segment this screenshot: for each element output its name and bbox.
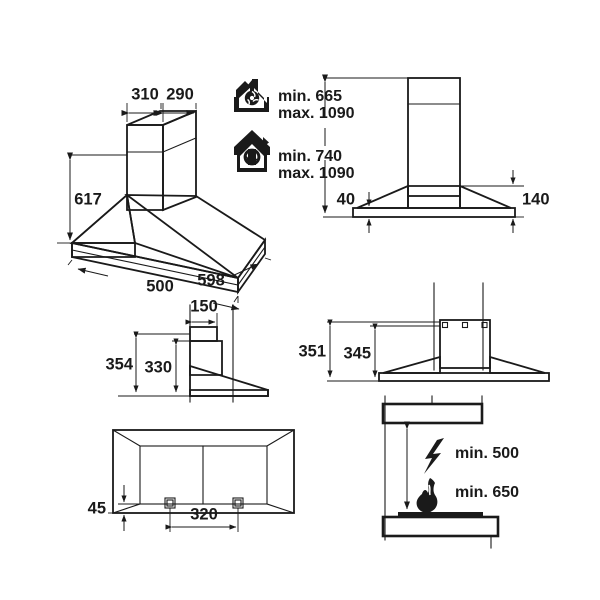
dim-chimney-lower-width: 290: [155, 85, 197, 116]
dim-label-290: 290: [166, 85, 194, 103]
dim-label-351: 351: [298, 342, 326, 360]
recirc-min-label: min. 740: [278, 148, 342, 165]
bevel-top-right: [266, 429, 295, 447]
house-recirculation-fan-icon: [234, 130, 270, 172]
dim-label-140: 140: [522, 190, 550, 208]
dim-label-345: 345: [343, 344, 371, 362]
recirc-max-label: max. 1090: [278, 165, 355, 182]
dim-label-330: 330: [144, 358, 172, 376]
dim-side-body-height: 330: [144, 338, 190, 393]
dim-canopy-height: 140: [460, 170, 550, 233]
bottom-plan-view: 45 320: [88, 429, 295, 532]
mounting-bracket: [439, 319, 491, 369]
bracket-hole-right: [481, 321, 488, 329]
side-elevation-view: 150 354 330: [105, 297, 269, 403]
dim-label-310: 310: [131, 85, 159, 103]
lightning-bolt-icon: [424, 438, 444, 474]
isometric-hood-view: 310 290 617 500 598: [57, 85, 272, 311]
canopy-body: [69, 193, 267, 295]
dim-mount-spacing: 320: [165, 505, 239, 532]
canopy-rim-line: [71, 246, 266, 286]
exhaust-max-label: max. 1090: [278, 105, 355, 122]
dim-width: 598: [197, 257, 272, 303]
mount-point-left-hole: [166, 499, 174, 507]
rear-elevation-view: 351 345: [298, 282, 550, 382]
dim-label-598: 598: [197, 271, 225, 289]
clearance-view: min. 500 min. 650: [381, 395, 519, 549]
mode-notes-group: min. 665 max. 1090 min. 740 max. 1090: [234, 79, 355, 182]
flame-icon: [416, 478, 438, 513]
bracket-hole-left: [441, 321, 449, 329]
dim-depth: 500: [67, 259, 240, 311]
dim-label-354: 354: [105, 355, 133, 373]
clearance-hob-plate: [398, 512, 483, 518]
dim-bracket-top-height: 351: [298, 319, 440, 382]
house-exhaust-fan-icon: [234, 79, 269, 112]
dim-label-150: 150: [190, 297, 218, 315]
rear-base-slab: [378, 372, 550, 382]
dim-label-617: 617: [74, 190, 102, 208]
dim-bracket-hole-height: 345: [343, 323, 440, 378]
mount-point-right-hole: [234, 499, 242, 507]
clearance-electric-label: min. 500: [455, 445, 519, 462]
dim-side-overall-height: 354: [105, 331, 190, 397]
bevel-bottom-right: [266, 503, 295, 514]
bracket-hole-center: [461, 321, 469, 329]
bottom-outer-rect: [112, 429, 295, 514]
bevel-top-left: [112, 429, 141, 447]
dim-mount-height: [322, 74, 408, 218]
chimney-joint-line: [126, 137, 197, 153]
dim-label-45: 45: [88, 499, 106, 517]
dim-label-320: 320: [190, 505, 218, 523]
dim-duct-width: 150: [185, 297, 218, 327]
clearance-gas-label: min. 650: [455, 484, 519, 501]
front-chimney: [407, 77, 461, 197]
dim-label-40: 40: [337, 190, 355, 208]
dim-total-height: 617: [57, 152, 127, 244]
exhaust-min-label: min. 665: [278, 88, 342, 105]
side-base-slab: [189, 389, 269, 397]
dim-label-500: 500: [146, 277, 174, 295]
bevel-bottom-left: [112, 503, 141, 514]
front-base-slab: [352, 207, 516, 218]
dim-edge-offset: 45: [88, 485, 140, 531]
front-elevation-view: 40 140: [322, 74, 550, 233]
dim-slab-thickness: 40: [337, 190, 378, 233]
